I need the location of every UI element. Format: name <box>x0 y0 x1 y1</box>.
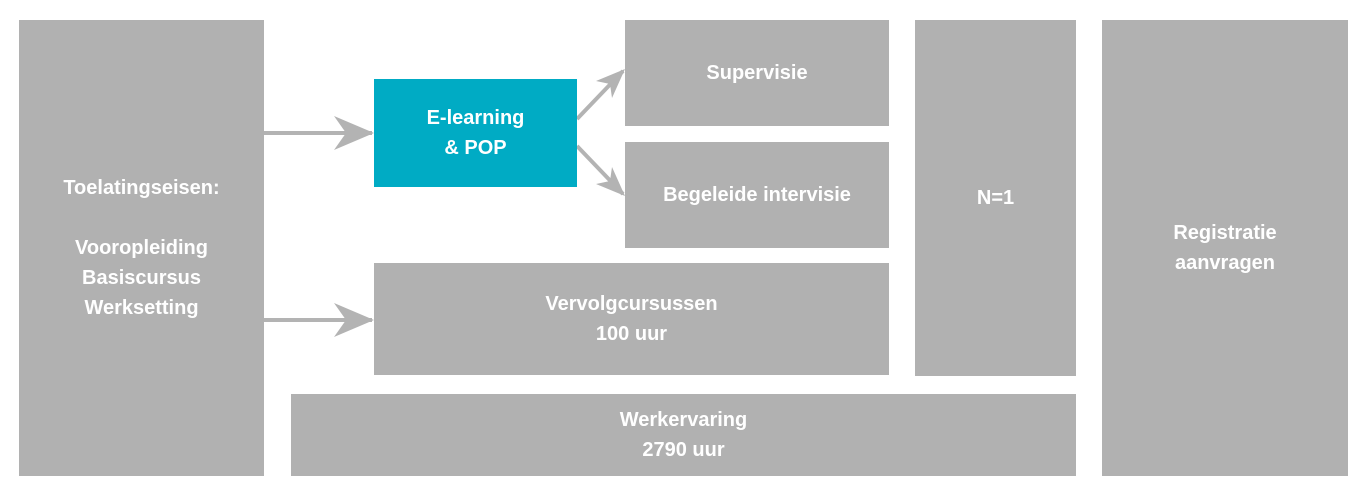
n1-box: N=1 <box>915 20 1076 376</box>
registration-box: Registratie aanvragen <box>1102 20 1348 476</box>
courses-line: Vervolgcursussen <box>545 293 718 315</box>
admission-title: Toelatingseisen: <box>63 177 220 199</box>
supervision-label: Supervisie <box>706 62 808 84</box>
experience-line: 2790 uur <box>642 439 725 461</box>
arrowhead <box>596 167 625 196</box>
elearning-box: E-learning & POP <box>374 79 577 187</box>
courses-box: Vervolgcursussen 100 uur <box>374 263 889 375</box>
admission-box: Toelatingseisen: Vooropleiding Basiscurs… <box>19 20 264 476</box>
elearning-line: E-learning <box>426 107 525 129</box>
arrowhead <box>596 69 625 98</box>
admission-line: Werksetting <box>84 297 199 319</box>
experience-line: Werkervaring <box>619 409 748 431</box>
supervision-box: Supervisie <box>625 20 889 126</box>
intervision-box: Begeleide intervisie <box>625 142 889 248</box>
arrowhead <box>334 303 374 337</box>
admission-line: Vooropleiding <box>75 237 208 259</box>
intervision-label: Begeleide intervisie <box>663 184 851 206</box>
admission-line: Basiscursus <box>82 267 201 289</box>
arrowhead <box>334 116 374 150</box>
courses-line: 100 uur <box>595 323 668 345</box>
registration-line: aanvragen <box>1174 252 1276 274</box>
elearning-line: & POP <box>444 137 507 159</box>
registration-line: Registratie <box>1173 222 1277 244</box>
experience-box: Werkervaring 2790 uur <box>291 394 1076 476</box>
n1-label: N=1 <box>976 187 1015 209</box>
